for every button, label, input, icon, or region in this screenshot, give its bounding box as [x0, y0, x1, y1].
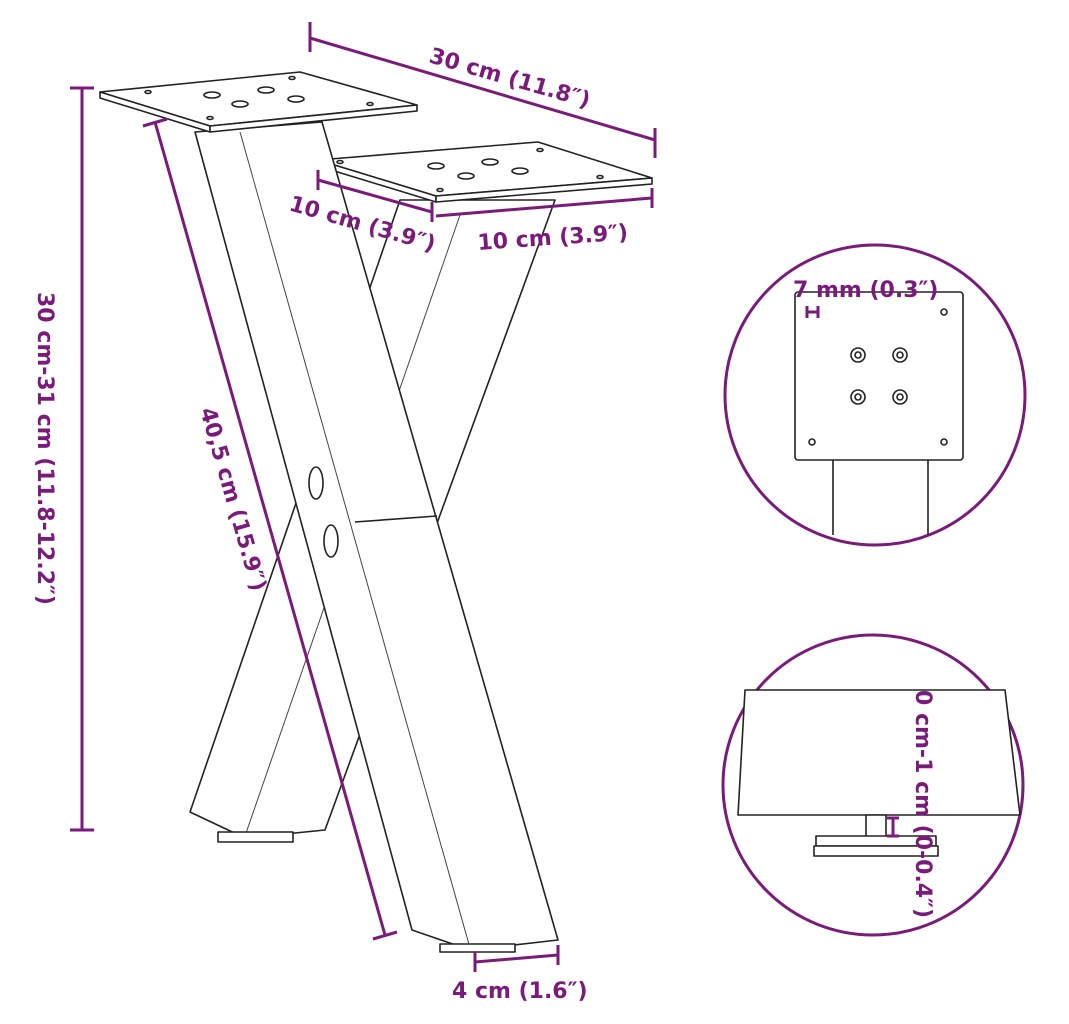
plate-detail-circle	[723, 243, 1027, 547]
front-mounting-plate	[99, 71, 418, 133]
front-leg	[194, 121, 559, 953]
leg-width-label: 4 cm (1.6″)	[452, 979, 588, 1004]
hole-diameter-label: 7 mm (0.3″)	[793, 278, 938, 303]
foot-adjust-label: 0 cm-1 cm (0-0.4″)	[910, 690, 935, 918]
foot-detail-circle	[721, 633, 1025, 937]
back-mounting-plate	[317, 141, 653, 203]
height-label: 30 cm-31 cm (11.8-12.2″)	[32, 292, 57, 605]
dimension-lines	[70, 22, 657, 972]
leg-length-label: 40,5 cm (15.9″)	[194, 405, 270, 594]
